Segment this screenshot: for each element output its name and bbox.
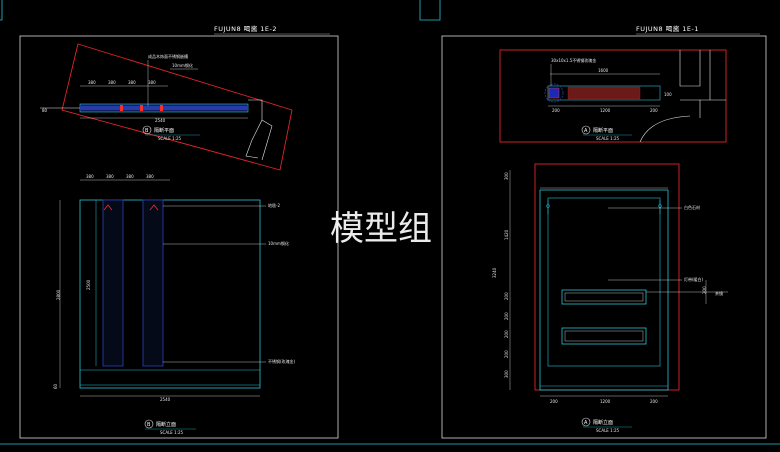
plan-a-marker-text: A — [584, 128, 588, 134]
elev-a-dim-l2: 1420 — [504, 229, 509, 240]
plan-a-dim-b1: 200 — [552, 108, 560, 113]
left-sheet: FUJUN8 喝酱 1E-2 80 380 380 380 380 2540 成… — [19, 24, 339, 439]
right-sheet: FUJUN8 喝酱 1E-1 30x10x1.5不锈钢玫瑰金 1600 200 … — [441, 24, 767, 439]
elev-a-dim-b2: 1200 — [600, 399, 611, 404]
elev-a-outline — [539, 189, 669, 391]
plan-b-dim-total: 2540 — [155, 118, 166, 123]
plan-a: 30x10x1.5不锈钢玫瑰金 1600 200 1200 200 100 A … — [499, 49, 727, 143]
elev-b-dim-left: 2800 — [56, 289, 61, 300]
elev-a-note3: 茶镜 — [715, 290, 723, 296]
plan-a-note: 30x10x1.5不锈钢玫瑰金 — [551, 57, 596, 63]
plan-b-scale: SCALE 1:25 — [158, 136, 182, 141]
left-sheet-header: FUJUN8 喝酱 1E-2 — [214, 24, 277, 33]
elev-a-marker-text: A — [584, 420, 588, 426]
right-sheet-border — [441, 35, 767, 439]
plan-b-label: 隔断平面 — [154, 127, 174, 134]
elev-a-dim-l4: 200 — [504, 312, 509, 320]
elev-a-dim-l7: 300 — [504, 370, 509, 378]
plan-a-scale: SCALE 1:25 — [596, 136, 620, 141]
plan-b-note2: 10mm钢化 — [172, 62, 193, 68]
left-sheet-border — [19, 35, 339, 439]
plan-b: 80 380 380 380 380 2540 成品木饰面不锈钢嵌槽 10mm钢… — [40, 43, 293, 171]
elev-b-label: 隔断立面 — [156, 421, 176, 428]
plan-a-dim-1600: 1600 — [598, 68, 609, 73]
elev-b-note2: 10mm钢化 — [268, 240, 289, 246]
elev-b-note1: 地毯-2 — [268, 202, 280, 208]
elev-a-dim-right: 200 — [702, 286, 707, 294]
plan-a-label: 隔断平面 — [593, 127, 613, 134]
elev-a-marker — [581, 417, 591, 427]
elev-b-dim-inner: 2500 — [86, 279, 91, 290]
elev-b-dim-bottom: 2540 — [160, 397, 171, 402]
plan-a-viewport — [499, 49, 727, 143]
elev-a-scale: SCALE 1:25 — [596, 428, 620, 433]
plan-a-dim-b3: 200 — [650, 108, 658, 113]
elevation-b: 380 380 380 380 2800 60 2500 2540 地毯-2 1… — [53, 174, 296, 435]
plan-b-dim-4: 380 — [148, 80, 156, 85]
elev-b-dim-3: 380 — [126, 174, 134, 179]
elev-b-dim-2: 380 — [106, 174, 114, 179]
watermark: 模型组 — [330, 209, 432, 249]
plan-b-dim-1: 380 — [88, 80, 96, 85]
plan-b-dim-3: 380 — [128, 80, 136, 85]
elev-b-dim-1: 380 — [86, 174, 94, 179]
elev-a-label: 隔断立面 — [593, 419, 613, 426]
elev-a-dim-b1: 200 — [550, 399, 558, 404]
plan-b-dim-2: 380 — [108, 80, 116, 85]
plan-a-dim-side: 100 — [664, 92, 672, 97]
elev-b-marker-text: B — [147, 422, 151, 428]
plan-b-note1: 成品木饰面不锈钢嵌槽 — [148, 53, 188, 59]
elev-a-note1: 白色石材 — [684, 204, 700, 210]
elev-a-dim-left-total: 3240 — [492, 267, 497, 278]
elev-b-dim-left-small: 60 — [53, 383, 58, 389]
elev-b-scale: SCALE 1:25 — [160, 430, 184, 435]
plan-b-marker-text: B — [145, 128, 149, 134]
elev-a-dim-l5: 200 — [504, 330, 509, 338]
elevation-a: 白色石材 灯带(暖白) 茶镜 200 300 1420 200 200 200 … — [492, 163, 728, 433]
right-sheet-header: FUJUN8 喝酱 1E-1 — [636, 24, 699, 33]
plan-a-dim-b2: 1200 — [600, 108, 611, 113]
elev-b-note3: 不锈钢(玫瑰金) — [268, 358, 296, 364]
elev-a-note2: 灯带(暖白) — [684, 276, 704, 282]
plan-b-viewport — [61, 43, 293, 171]
elev-b-dim-4: 380 — [146, 174, 154, 179]
elev-a-dim-l3: 200 — [504, 292, 509, 300]
plan-b-marker — [142, 125, 152, 135]
elev-a-dim-l1: 300 — [504, 172, 509, 180]
elev-b-outline — [79, 199, 261, 389]
elev-a-dim-b3: 200 — [650, 399, 658, 404]
plan-a-marker — [581, 125, 591, 135]
plan-b-dim-side: 80 — [42, 108, 48, 113]
elev-b-marker — [144, 419, 154, 429]
elev-a-dim-l6: 200 — [504, 350, 509, 358]
